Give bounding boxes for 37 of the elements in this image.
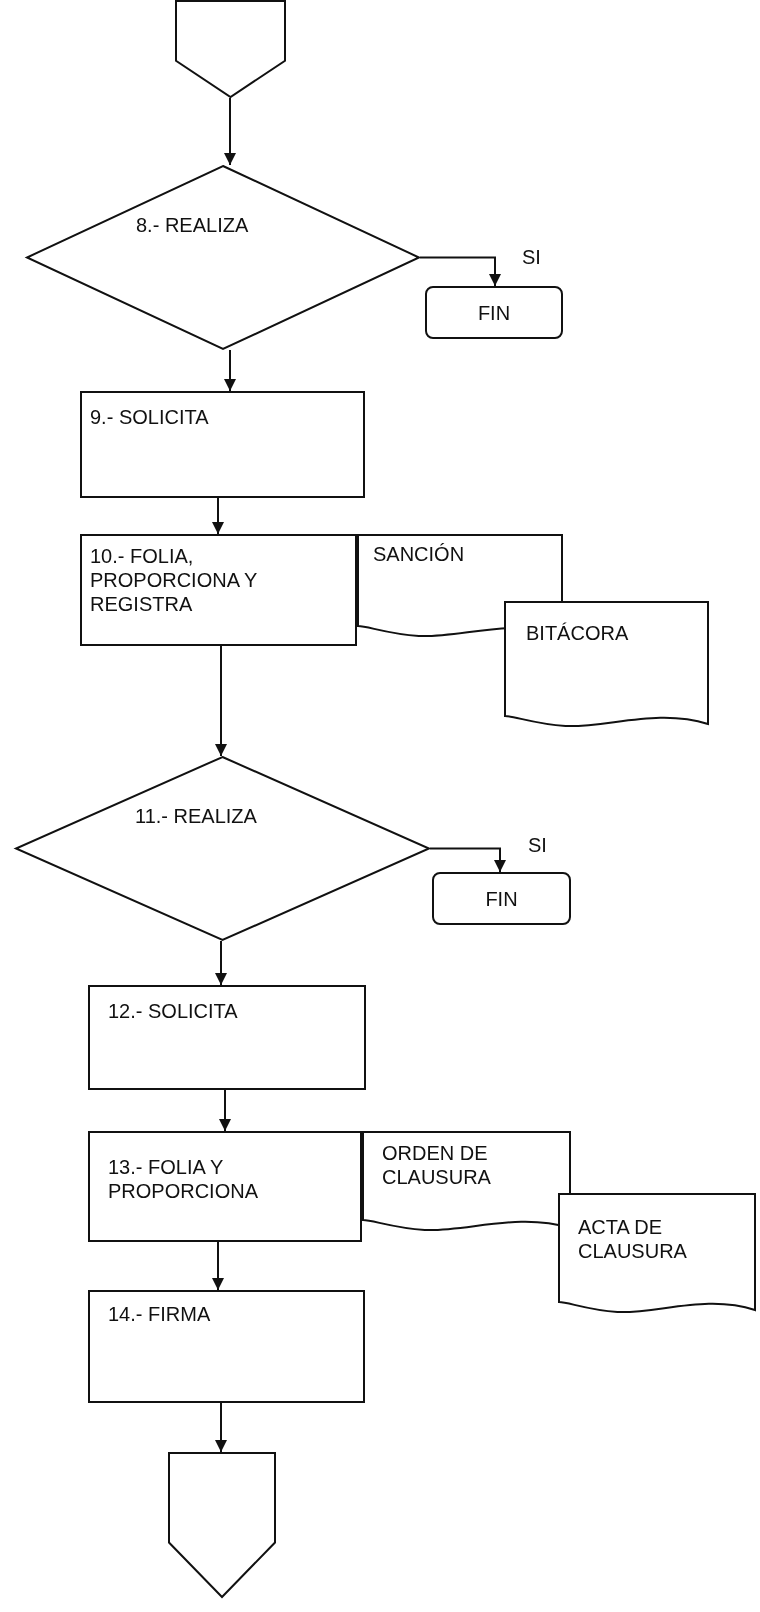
step-text: 8.- REALIZA (136, 213, 250, 237)
process-box (88, 985, 366, 1090)
decision-diamond (15, 756, 430, 941)
step-text: 13.- FOLIA Y PROPORCIONA (108, 1155, 260, 1203)
step-text: FIN (476, 301, 512, 325)
arrow (215, 645, 227, 757)
arrow (429, 847, 506, 873)
off-page-connector (168, 1452, 276, 1598)
document-shape (558, 1193, 756, 1316)
arrow (224, 349, 236, 392)
document-shape (504, 601, 709, 730)
process-box (88, 1131, 362, 1242)
terminator-box (432, 872, 571, 925)
arrow (224, 97, 236, 166)
off-page-connector (175, 0, 286, 98)
step-text: ACTA DE CLAUSURA (578, 1215, 688, 1263)
arrow (215, 1402, 227, 1453)
step-text: 14.- FIRMA (108, 1302, 212, 1326)
step-text: SANCIÓN (373, 542, 466, 566)
step-text: FIN (484, 887, 519, 911)
decision-diamond (26, 165, 420, 350)
process-box (80, 534, 357, 646)
arrow (212, 1241, 224, 1291)
step-text: 9.- SOLICITA (90, 405, 210, 429)
process-box (80, 391, 365, 498)
step-text: 10.- FOLIA, PROPORCIONA Y REGISTRA (90, 544, 259, 616)
document-shape (362, 1131, 571, 1234)
terminator-box (425, 286, 563, 339)
arrow (419, 256, 501, 287)
step-text: BITÁCORA (526, 621, 630, 645)
arrow (212, 497, 224, 535)
step-text: ORDEN DE CLAUSURA (382, 1141, 492, 1189)
arrow (219, 1089, 231, 1132)
step-text: 12.- SOLICITA (108, 999, 239, 1023)
step-text: 11.- REALIZA (135, 804, 258, 828)
arrow (215, 940, 227, 986)
process-box (88, 1290, 365, 1403)
